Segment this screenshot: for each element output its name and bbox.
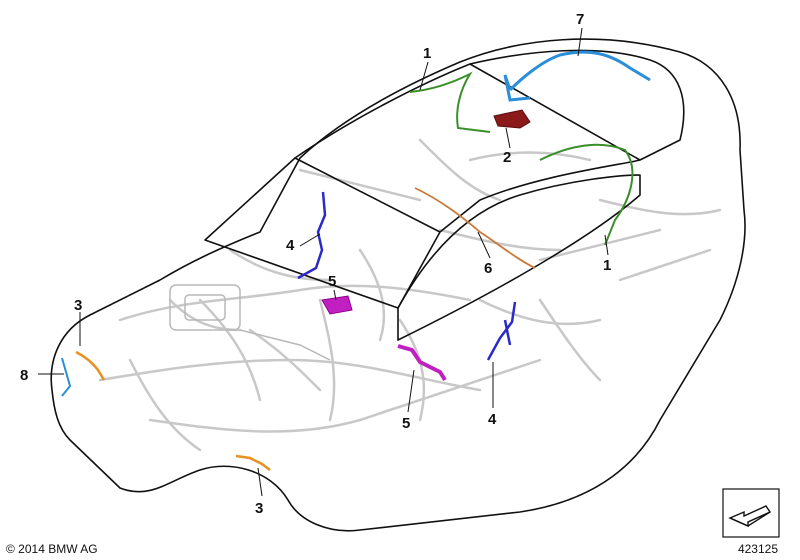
harness-2 — [493, 109, 531, 129]
callout-2: 2 — [503, 149, 511, 166]
harness-7 — [503, 50, 651, 102]
callout-6: 6 — [484, 260, 492, 277]
arrow-nav-icon[interactable] — [722, 488, 780, 538]
callout-3-front: 3 — [74, 297, 82, 314]
harness-6 — [414, 187, 536, 269]
callout-5-front: 5 — [328, 273, 336, 290]
harness-5-front — [321, 295, 353, 315]
leader-lines — [38, 27, 609, 497]
harness-8 — [61, 357, 72, 397]
callout-1-top: 1 — [423, 45, 431, 62]
harness-4-front — [297, 191, 327, 280]
callout-3-lower: 3 — [255, 500, 263, 517]
callout-8: 8 — [20, 367, 28, 384]
callout-4-front: 4 — [286, 237, 295, 254]
callout-1-right: 1 — [603, 257, 611, 274]
background-harness — [98, 138, 722, 452]
image-number: 423125 — [737, 542, 778, 556]
harness-4-rear — [486, 301, 517, 361]
car-outline — [50, 38, 746, 532]
harness-1-roof — [409, 71, 491, 133]
engine-block — [169, 284, 331, 361]
copyright-text: © 2014 BMW AG — [6, 542, 98, 556]
harness-1-side — [539, 143, 634, 246]
callout-5-rear: 5 — [402, 415, 410, 432]
harness-3-lower — [235, 454, 271, 471]
harness-5-rear — [397, 344, 447, 382]
callout-4-rear: 4 — [488, 411, 497, 428]
callout-7: 7 — [576, 11, 584, 28]
harness-3-front — [75, 350, 106, 381]
